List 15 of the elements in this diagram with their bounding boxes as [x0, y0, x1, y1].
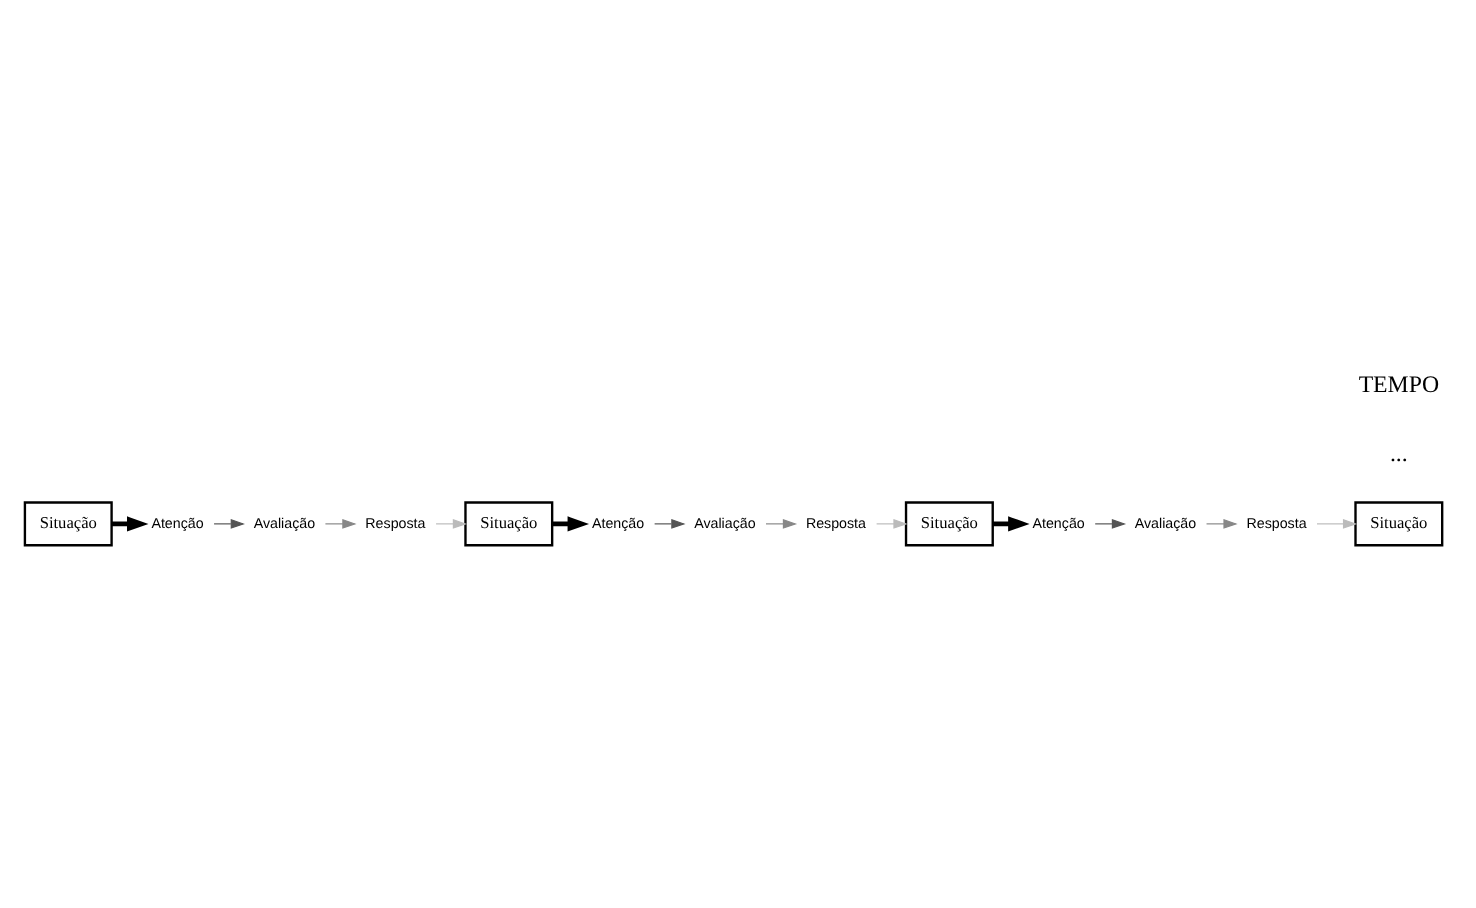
arrow [765, 517, 798, 528]
arrow [435, 517, 468, 528]
arrow [654, 517, 686, 528]
arrow [324, 517, 357, 528]
node-box: Situação [1354, 500, 1444, 546]
arrow [213, 517, 245, 528]
arrow [876, 517, 908, 528]
arrow [1094, 517, 1127, 528]
node-box: Situação [904, 500, 994, 546]
node-box: Situação [464, 500, 554, 546]
node-box: Situação [23, 500, 113, 546]
arrow [1316, 517, 1358, 528]
label: ... [1389, 437, 1408, 466]
arrow [1205, 517, 1238, 528]
label: TEMPO [1358, 369, 1440, 398]
